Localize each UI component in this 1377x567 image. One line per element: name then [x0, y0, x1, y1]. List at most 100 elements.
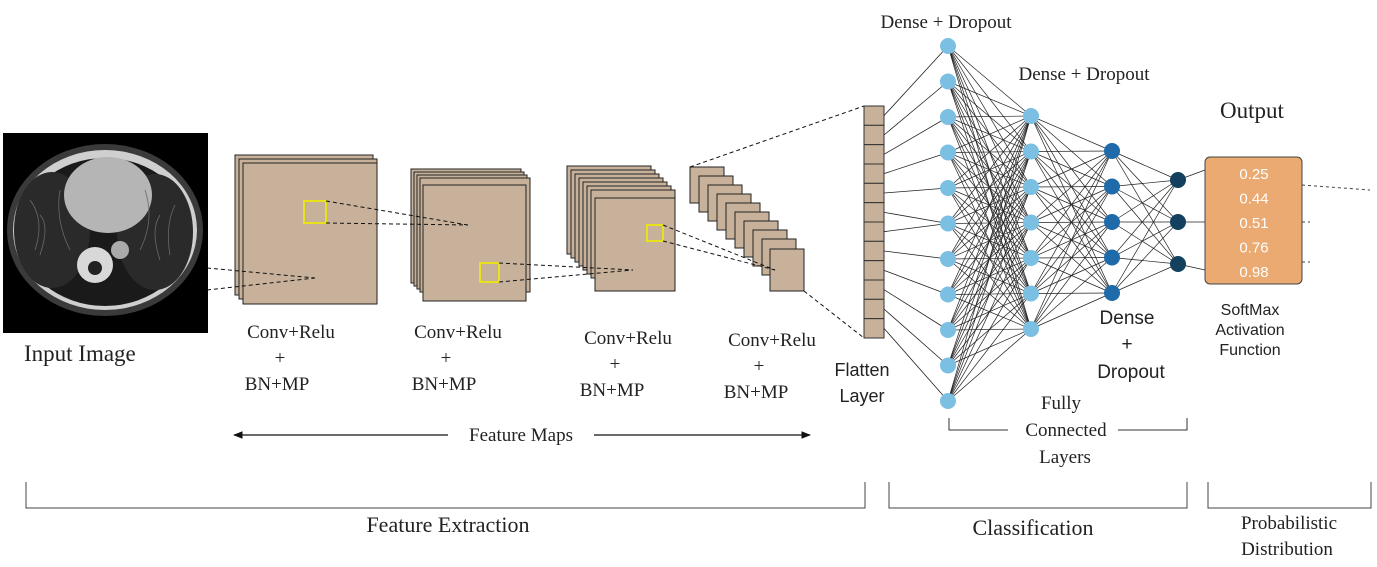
- output-dotted-lines: [1301, 184, 1371, 263]
- conv-block-2-line1: Conv+Relu: [414, 322, 502, 343]
- classification-label: Classification: [973, 515, 1094, 540]
- neuron-connection: [947, 151, 1032, 402]
- dense-dropout-top-label: Dense + Dropout: [880, 12, 1012, 33]
- neuron-connection: [1111, 257, 1179, 265]
- neuron-connection: [1111, 179, 1179, 294]
- conv-block-4-line3: BN+MP: [724, 382, 789, 403]
- dense-2-neuron: [1023, 214, 1039, 231]
- flatten-cell: [863, 279, 885, 300]
- feature-map-stack-3: [566, 165, 676, 292]
- network-connections: [883, 45, 1206, 402]
- conv-block-1-line1: Conv+Relu: [247, 322, 335, 343]
- dense-3-neuron: [1104, 143, 1120, 159]
- fully-connected-line1: Fully: [1041, 393, 1082, 414]
- flatten-cell: [863, 298, 885, 320]
- fully-connected-bracket: [948, 418, 1188, 431]
- flatten-connection: [883, 223, 949, 233]
- flatten-connection: [883, 45, 949, 116]
- output-neuron: [1170, 256, 1186, 272]
- dense-1-neuron: [940, 73, 956, 90]
- output-neuron: [1170, 172, 1186, 188]
- neuron-connection: [1111, 150, 1179, 265]
- neuron-connection: [947, 222, 1032, 402]
- neuron-connection: [1111, 221, 1179, 258]
- flatten-cell: [863, 105, 885, 126]
- neuron-connection: [947, 115, 1032, 366]
- neuron-connection: [947, 115, 1032, 224]
- neuron-connection: [947, 115, 1032, 331]
- input-image-label: Input Image: [24, 341, 136, 366]
- neuron-connection: [947, 257, 1032, 402]
- neuron-connection: [947, 115, 1032, 118]
- dense-1-neuron: [940, 251, 956, 267]
- neuron-connection: [947, 81, 1032, 117]
- neuron-connection: [1111, 179, 1179, 187]
- neuron-connection: [1111, 179, 1179, 258]
- neuron-connection: [1030, 150, 1113, 188]
- flatten-connection: [883, 328, 949, 402]
- neuron-connection: [1111, 179, 1179, 223]
- flatten-cell: [863, 260, 885, 281]
- probabilistic-line2: Distribution: [1241, 539, 1333, 560]
- flatten-cell: [863, 221, 885, 242]
- dense-3-neuron: [1104, 178, 1120, 195]
- flatten-connection: [883, 81, 949, 136]
- softmax-line3: Function: [1219, 342, 1280, 359]
- dense-2-neuron: [1023, 250, 1039, 266]
- flatten-connection: [883, 152, 949, 175]
- neuron-connection: [947, 293, 1032, 402]
- dense-3-neuron: [1104, 249, 1120, 266]
- softmax-line2: Activation: [1215, 322, 1284, 339]
- neuron-connection: [947, 328, 1032, 402]
- conv-block-4-line2: +: [754, 356, 765, 377]
- flatten-connection: [883, 116, 949, 155]
- output-value: 0.98: [1239, 264, 1268, 281]
- output-neuron: [1170, 214, 1186, 230]
- flatten-connection: [883, 269, 949, 295]
- dense-1-neuron: [940, 393, 956, 409]
- dense-2-neuron: [1023, 321, 1039, 337]
- dense-3-neuron: [1104, 214, 1120, 230]
- output-value: 0.76: [1239, 240, 1268, 257]
- neuron-connection: [947, 115, 1032, 402]
- flatten-layer: [863, 105, 885, 339]
- flatten-cell: [863, 144, 885, 165]
- probabilistic-bracket: [1207, 482, 1372, 509]
- neuron-connection: [1030, 150, 1113, 330]
- feature-map-stack-1: [234, 154, 378, 305]
- dense-1-neuron: [940, 180, 956, 196]
- output-probability-box: [1204, 156, 1303, 285]
- dense-2-neuron: [1023, 179, 1039, 195]
- neuron-connection: [1111, 150, 1179, 181]
- flatten-connection: [883, 289, 949, 331]
- neuron-connection: [947, 115, 1032, 260]
- fully-connected-line3: Layers: [1039, 447, 1091, 468]
- dense-bottom-line2: +: [1121, 334, 1132, 355]
- conv-block-2-line2: +: [441, 348, 452, 369]
- conv-block-1-line3: BN+MP: [245, 374, 310, 395]
- flatten-cell: [863, 163, 885, 184]
- neuron-connection: [1111, 221, 1179, 265]
- output-values: 0.250.440.510.760.98: [1239, 166, 1268, 281]
- highlight-square-2: [479, 262, 500, 283]
- neuron-connection: [1030, 150, 1113, 294]
- dense-bottom-line1: Dense: [1100, 308, 1155, 329]
- feature-maps-label: Feature Maps: [469, 425, 573, 446]
- highlight-square-1: [303, 200, 327, 224]
- feature-map-stack-2: [410, 168, 531, 302]
- conv-block-3-line3: BN+MP: [580, 380, 645, 401]
- neuron-connection: [1111, 263, 1179, 294]
- dense-2-neuron: [1023, 285, 1039, 302]
- neuron-connection: [947, 115, 1032, 153]
- conv-block-2-line3: BN+MP: [412, 374, 477, 395]
- flatten-connection: [883, 187, 949, 194]
- output-value: 0.44: [1239, 191, 1268, 208]
- feature-extraction-bracket: [25, 482, 866, 509]
- flatten-cell: [863, 202, 885, 223]
- dense-1-neuron: [940, 109, 956, 125]
- conv-block-3-line2: +: [610, 354, 621, 375]
- neuron-connection: [1030, 150, 1113, 152]
- neuron-connection: [1111, 186, 1179, 223]
